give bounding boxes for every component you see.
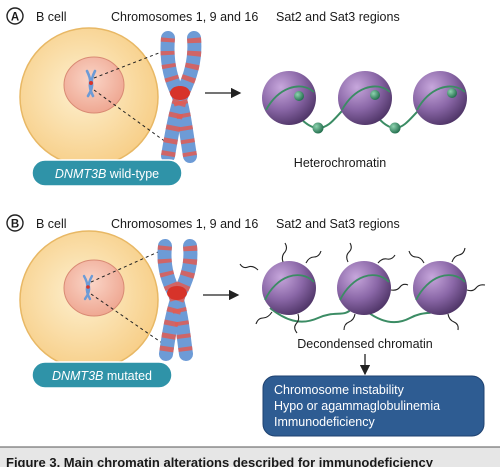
linker-bead [312,122,324,134]
panel-b-region-label: Sat2 and Sat3 regions [276,217,400,231]
panel-a-letter: A [11,12,19,24]
nucleosome [337,261,391,315]
panel-b: B B cell Chromosomes 1, 9 and 16 Sat2 an… [6,214,486,437]
chromosome-a [160,31,202,163]
panel-a-letter-circle [6,7,24,25]
figure-caption: Figure 3. Main chromatin alterations des… [6,455,434,467]
nucleosome [262,261,316,315]
gene-status-text-a: DNMT3B wild-type [55,167,159,181]
outcome-item: Chromosome instability [274,383,405,397]
gene-status-box-b [31,361,173,389]
caption-bar [0,447,500,467]
nucleus [63,259,125,317]
panel-a: A B cell Chromosomes 1, 9 and 16 Sat2 an… [6,7,467,187]
panel-a-chromatin-label: Heterochromatin [294,156,386,170]
panel-a-region-label: Sat2 and Sat3 regions [276,10,400,24]
nucleosome [338,71,392,125]
zoom-line-top [90,251,159,283]
zoom-line-top [93,50,165,79]
gene-status-text-b: DNMT3B mutated [52,369,152,383]
panel-b-chromatin-label: Decondensed chromatin [297,337,433,351]
panel-a-chromosome-label: Chromosomes 1, 9 and 16 [111,10,258,24]
mini-chromosome-icon [82,274,94,301]
chromosome-b [157,239,198,361]
linker-bead [389,122,401,134]
panel-b-chromosome-label: Chromosomes 1, 9 and 16 [111,217,258,231]
outcome-item: Hypo or agammaglobulinemia [274,399,440,413]
heterochromatin [262,71,467,134]
panel-b-letter: B [11,219,19,231]
zoom-line-bottom [93,89,171,146]
nucleosome [262,71,316,125]
nucleosome [413,71,467,125]
panel-b-cell-label: B cell [36,217,67,231]
panel-a-cell-label: B cell [36,10,67,24]
decondensed-chromatin [239,242,486,334]
gene-status-box-a [31,159,183,187]
zoom-line-bottom [90,293,166,346]
nucleosome [413,261,467,315]
mini-chromosome-icon [85,69,97,98]
outcome-box [262,375,485,437]
nucleus [63,56,125,114]
outcome-item: Immunodeficiency [274,415,375,429]
panel-b-letter-circle [6,214,24,232]
